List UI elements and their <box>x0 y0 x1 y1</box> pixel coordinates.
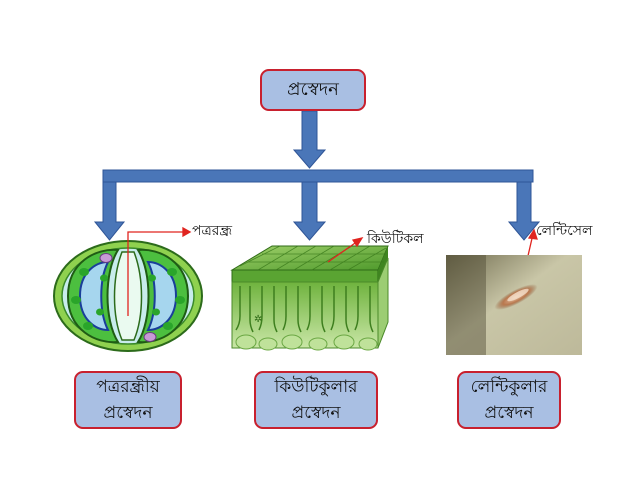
svg-text:✲: ✲ <box>254 314 262 325</box>
arrow-down-left <box>95 182 124 240</box>
stoma-label: পত্ররন্ধ্র <box>192 219 232 243</box>
stomatal-transpiration-box: পত্ররন্ধ্রীয় প্রস্বেদন <box>74 371 182 429</box>
lenticular-transpiration-box: লেন্টিকুলার প্রস্বেদন <box>457 371 561 429</box>
arrow-down-middle <box>294 182 325 240</box>
arrow-down-main <box>294 111 325 168</box>
cuticle-label: কিউটিকল <box>367 227 424 251</box>
lenticel-photo <box>446 255 582 355</box>
title-text: প্রস্বেদন <box>287 77 339 103</box>
cuticular-transpiration-box: কিউটিকুলার প্রস্বেদন <box>254 371 378 429</box>
box-line-1: কিউটিকুলার <box>275 374 358 400</box>
box-line-2: প্রস্বেদন <box>485 400 534 426</box>
box-line-2: প্রস্বেদন <box>104 400 153 426</box>
box-line-2: প্রস্বেদন <box>292 400 341 426</box>
box-line-1: পত্ররন্ধ্রীয় <box>96 374 160 400</box>
title-box: প্রস্বেদন <box>260 69 366 111</box>
horizontal-bar <box>103 170 533 182</box>
cuticle-illustration: ✲ <box>232 246 388 350</box>
lenticel-label: লেন্টিসেল <box>536 219 592 243</box>
box-line-1: লেন্টিকুলার <box>471 374 548 400</box>
